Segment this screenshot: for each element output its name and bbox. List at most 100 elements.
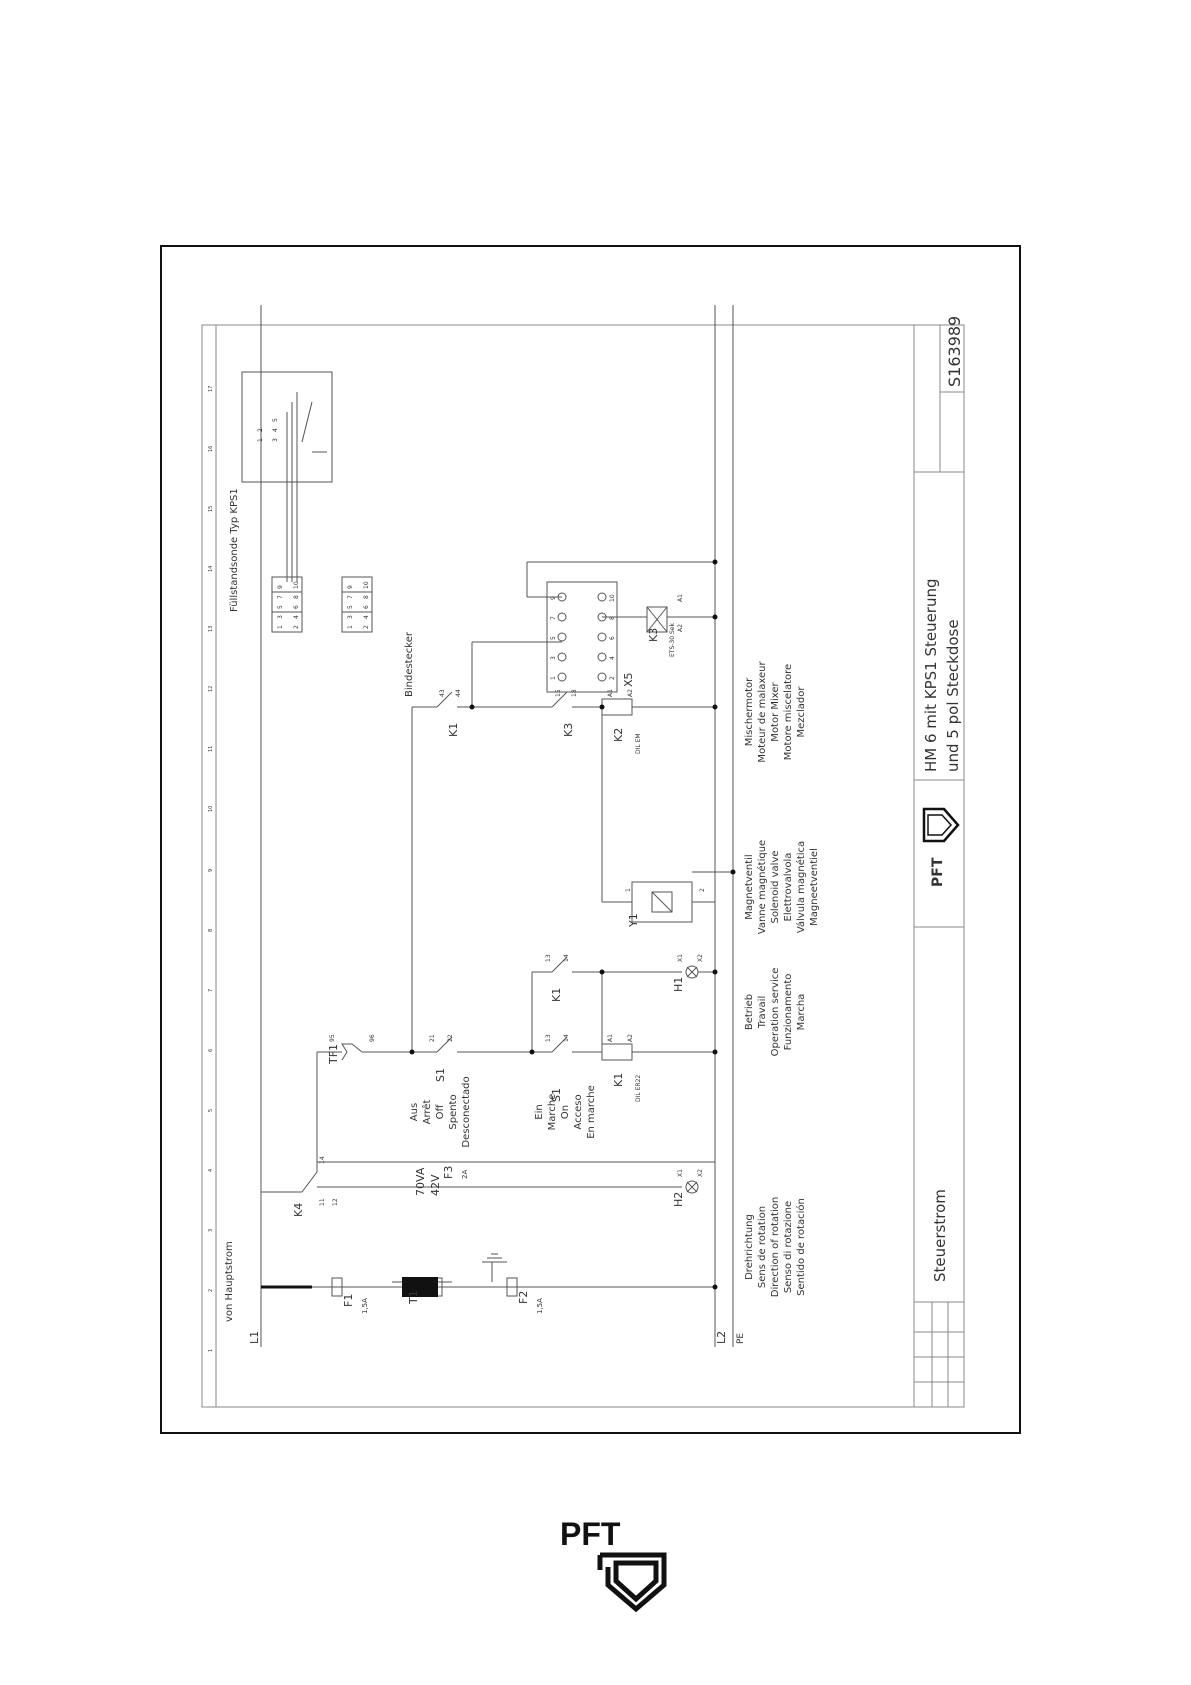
t1-voltage: 42V bbox=[429, 1174, 442, 1196]
label-aus-es: Desconectado bbox=[461, 1076, 472, 1147]
h1-ref: H1 bbox=[672, 977, 685, 992]
x5-pin-5: 5 bbox=[550, 636, 557, 640]
tf1-pin-96: 96 bbox=[369, 1034, 376, 1042]
k1-coil-a1: A1 bbox=[607, 1034, 614, 1042]
label-mischermotor-en: Motor Mixer bbox=[770, 681, 781, 741]
logo-text: PFT bbox=[560, 1516, 621, 1552]
plug1-pin-2: 2 bbox=[293, 625, 300, 629]
label-aus-it: Spento bbox=[448, 1094, 459, 1129]
plug2-pin-3: 3 bbox=[347, 615, 354, 619]
svg-text:3: 3 bbox=[208, 1229, 214, 1232]
drawing-title-line2: und 5 pol Steckdose bbox=[944, 619, 962, 772]
label-drehrichtung-es: Sentido de rotación bbox=[795, 1198, 807, 1296]
label-mischermotor-fr: Moteur de malaxeur bbox=[757, 661, 768, 763]
s1-on-pin-14: 14 bbox=[563, 1034, 570, 1042]
drawing-frame bbox=[160, 245, 1021, 1434]
h1-x2: X2 bbox=[697, 954, 704, 962]
label-ein-fr: Marche bbox=[547, 1094, 558, 1131]
label-mischermotor-es: Mezclador bbox=[796, 686, 807, 738]
sonde-pin-4: 4 bbox=[272, 428, 279, 432]
label-aus-en: Off bbox=[435, 1104, 446, 1120]
k2-ref: K2 bbox=[612, 728, 625, 742]
label-drehrichtung-en: Direction of rotation bbox=[770, 1197, 781, 1297]
label-aus-fr: Arrêt bbox=[421, 1100, 433, 1125]
k3-relay-a1: A1 bbox=[677, 594, 684, 602]
y1-pin-1: 1 bbox=[625, 888, 632, 892]
label-betrieb-fr: Travail bbox=[757, 996, 768, 1029]
k2-a2: A2 bbox=[627, 689, 634, 697]
sonde-pin-1: 1 bbox=[257, 438, 264, 442]
label-betrieb-es: Marcha bbox=[796, 994, 807, 1031]
label-magnetventil-fr: Vanne magnétique bbox=[756, 840, 768, 934]
x5-pin-8: 8 bbox=[609, 616, 616, 620]
plug1-pin-3: 3 bbox=[277, 615, 284, 619]
svg-text:16: 16 bbox=[208, 446, 214, 452]
s1-off-ref: S1 bbox=[434, 1068, 447, 1082]
label-magnetventil-en: Solenoid valve bbox=[770, 850, 781, 923]
s1-on-ref: S1 bbox=[550, 1088, 563, 1102]
tf1-pin-95: 95 bbox=[329, 1034, 336, 1042]
k3-contact-pin-18: 18 bbox=[571, 689, 578, 697]
s1-off-pin-21: 21 bbox=[429, 1034, 436, 1042]
x5-pin-7: 7 bbox=[550, 616, 557, 620]
h2-x2: X2 bbox=[697, 1169, 704, 1177]
t1-power: 70VA bbox=[414, 1167, 427, 1196]
plug1-pin-1: 1 bbox=[277, 625, 284, 629]
plug2-pin-1: 1 bbox=[347, 625, 354, 629]
f3-rating: 2A bbox=[461, 1170, 469, 1179]
title-block-logo: PFT bbox=[922, 807, 960, 887]
label-mischermotor-it: Motore miscelatore bbox=[783, 664, 794, 760]
label-drehrichtung-fr: Sens de rotation bbox=[757, 1206, 768, 1288]
plug1-pin-4: 4 bbox=[293, 615, 300, 619]
svg-text:1: 1 bbox=[208, 1349, 214, 1352]
svg-text:9: 9 bbox=[208, 869, 214, 872]
x5-pin-6: 6 bbox=[609, 636, 616, 640]
plug1-pin-9: 9 bbox=[277, 585, 284, 589]
label-magnetventil-es: Válvula magnética bbox=[795, 841, 807, 933]
transformer-core bbox=[402, 1277, 438, 1297]
k1-coil-a2: A2 bbox=[627, 1034, 634, 1042]
k1-hold-pin-14: 14 bbox=[563, 954, 570, 962]
label-aus-de: Aus bbox=[409, 1103, 420, 1121]
label-magnetventil-de: Magnetventil bbox=[744, 854, 755, 919]
plug2-pin-7: 7 bbox=[347, 595, 354, 599]
f2-ref: F2 bbox=[517, 1291, 530, 1304]
plug2-pin-2: 2 bbox=[363, 625, 370, 629]
k3-contact-ref: K3 bbox=[562, 723, 575, 737]
label-group-aus: Aus Arrêt Off Spento Desconectado bbox=[409, 1076, 472, 1147]
title-block-company: PFT bbox=[930, 857, 946, 887]
wiring bbox=[241, 305, 734, 1347]
sonde-pin-5: 5 bbox=[272, 418, 279, 422]
x5-pin-10: 10 bbox=[609, 594, 616, 602]
tf1-ref: TF1 bbox=[327, 1044, 340, 1065]
k1-hold-ref: K1 bbox=[550, 988, 563, 1002]
svg-text:10: 10 bbox=[208, 806, 214, 812]
k4-pin-14: 14 bbox=[319, 1156, 326, 1164]
label-group-betrieb: Betrieb Travail Operation service Funzio… bbox=[744, 968, 807, 1057]
svg-text:12: 12 bbox=[208, 686, 214, 692]
label-group-mischermotor: Mischermotor Moteur de malaxeur Motor Mi… bbox=[744, 661, 807, 763]
k3-relay-type: ETS-30 Sek bbox=[669, 623, 676, 657]
k4-ref: K4 bbox=[292, 1203, 305, 1217]
plug2-pin-10: 10 bbox=[363, 581, 370, 589]
svg-text:11: 11 bbox=[208, 746, 214, 752]
k3-relay-a2: A2 bbox=[677, 624, 684, 632]
section-label: Steuerstrom bbox=[931, 1189, 949, 1282]
svg-text:14: 14 bbox=[208, 566, 214, 572]
plug1-pin-8: 8 bbox=[293, 595, 300, 599]
label-betrieb-en: Operation service bbox=[770, 968, 781, 1057]
k1-coil-type: DIL ER22 bbox=[635, 1075, 642, 1102]
plug1-pin-10: 10 bbox=[293, 581, 300, 589]
svg-text:4: 4 bbox=[208, 1169, 214, 1172]
label-ein-de: Ein bbox=[534, 1104, 545, 1119]
svg-text:13: 13 bbox=[208, 626, 214, 632]
x5-pin-1: 1 bbox=[550, 676, 557, 680]
label-group-ein: Ein Marche On Acceso En marche bbox=[534, 1085, 597, 1139]
label-ein-it: Acceso bbox=[573, 1094, 584, 1129]
label-betrieb-de: Betrieb bbox=[744, 994, 755, 1030]
svg-text:6: 6 bbox=[208, 1049, 214, 1052]
f1-ref: F1 bbox=[342, 1294, 355, 1307]
f2-rating: 1,5A bbox=[536, 1298, 544, 1314]
plug1-pin-6: 6 bbox=[293, 605, 300, 609]
svg-text:2: 2 bbox=[208, 1289, 214, 1292]
